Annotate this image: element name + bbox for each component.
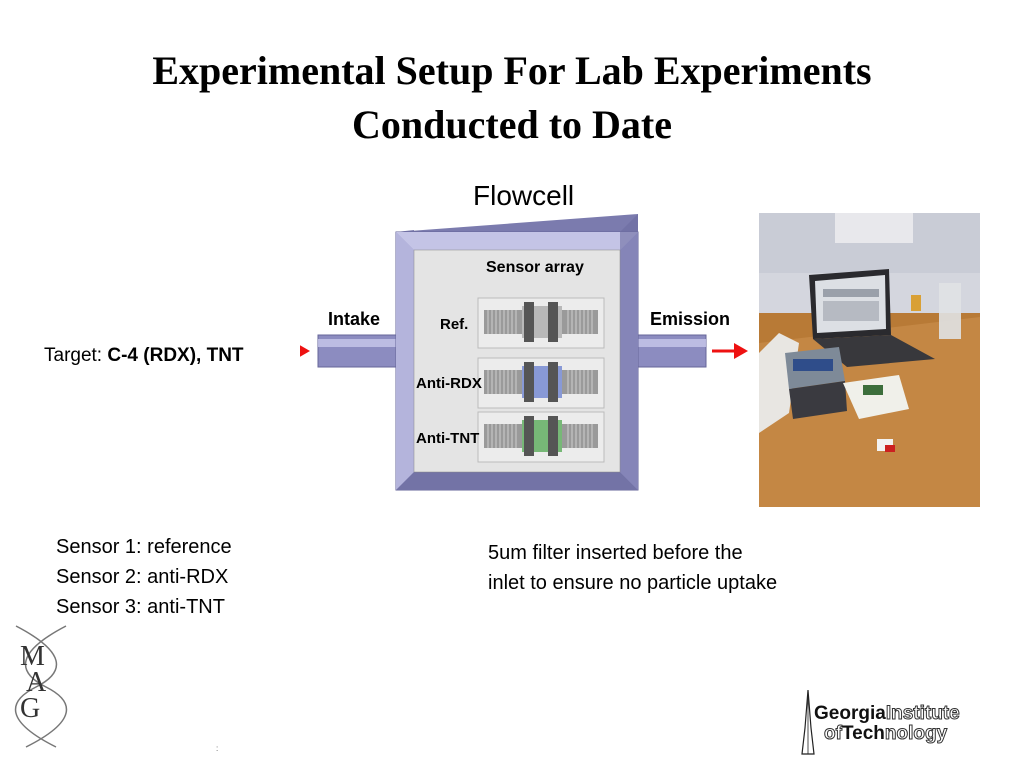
mag-helix-icon bbox=[14, 625, 68, 748]
flowcell-label: Flowcell bbox=[473, 180, 575, 211]
mag-logo: M A G bbox=[6, 622, 76, 752]
emission-label: Emission bbox=[650, 309, 731, 329]
gt-institute: Institute bbox=[885, 703, 960, 724]
gt-of: of bbox=[824, 723, 843, 744]
target-text: Target: C-4 (RDX), TNT bbox=[44, 341, 274, 370]
slide-title: Experimental Setup For Lab Experiments C… bbox=[0, 44, 1024, 152]
sensor-array-label: Sensor array bbox=[486, 259, 584, 276]
filter-note-line-2: inlet to ensure no particle uptake bbox=[488, 572, 778, 594]
lab-setup-photo bbox=[759, 213, 980, 507]
sensor-list-item: Sensor 2: anti-RDX bbox=[56, 566, 229, 588]
emission-arrow bbox=[712, 343, 748, 359]
sensor-anti-tnt bbox=[477, 411, 605, 463]
flowcell-diagram bbox=[300, 214, 748, 491]
sensor-label-ref: Ref. bbox=[440, 316, 469, 333]
georgia-tech-logo: GeorgiaInstitute ofTechnology bbox=[798, 688, 1018, 758]
mag-letter-g: G bbox=[20, 693, 41, 724]
lab-photo-illustration bbox=[759, 213, 980, 507]
mag-letter-a: A bbox=[26, 667, 47, 698]
intake-arrow bbox=[300, 345, 310, 357]
filter-note: 5um filter inserted before the inlet to … bbox=[488, 538, 888, 598]
filter-note-line-1: 5um filter inserted before the bbox=[488, 542, 743, 564]
mag-letter-m: M bbox=[20, 641, 45, 672]
title-line-1: Experimental Setup For Lab Experiments bbox=[152, 48, 872, 93]
sensor-ref bbox=[477, 297, 605, 349]
sensor-label-anti-rdx: Anti-RDX bbox=[416, 375, 482, 392]
sensor-list-item: Sensor 3: anti-TNT bbox=[56, 596, 225, 618]
target-compounds: C-4 (RDX), TNT bbox=[107, 345, 244, 366]
gt-nology: nology bbox=[884, 723, 948, 744]
sensor-label-anti-tnt: Anti-TNT bbox=[416, 430, 480, 447]
footer-mark: : bbox=[216, 744, 219, 753]
gt-georgia: Georgia bbox=[814, 703, 886, 724]
title-line-2: Conducted to Date bbox=[352, 102, 672, 147]
target-prefix: Target: bbox=[44, 345, 108, 366]
gt-tech: Tech bbox=[841, 723, 885, 744]
flowcell-frame-top bbox=[396, 214, 638, 232]
sensor-list: Sensor 1: reference Sensor 2: anti-RDX S… bbox=[56, 532, 232, 622]
intake-label: Intake bbox=[328, 309, 381, 329]
sensor-anti-rdx bbox=[477, 357, 605, 409]
sensor-list-item: Sensor 1: reference bbox=[56, 536, 232, 558]
gt-tower-icon bbox=[801, 689, 815, 755]
